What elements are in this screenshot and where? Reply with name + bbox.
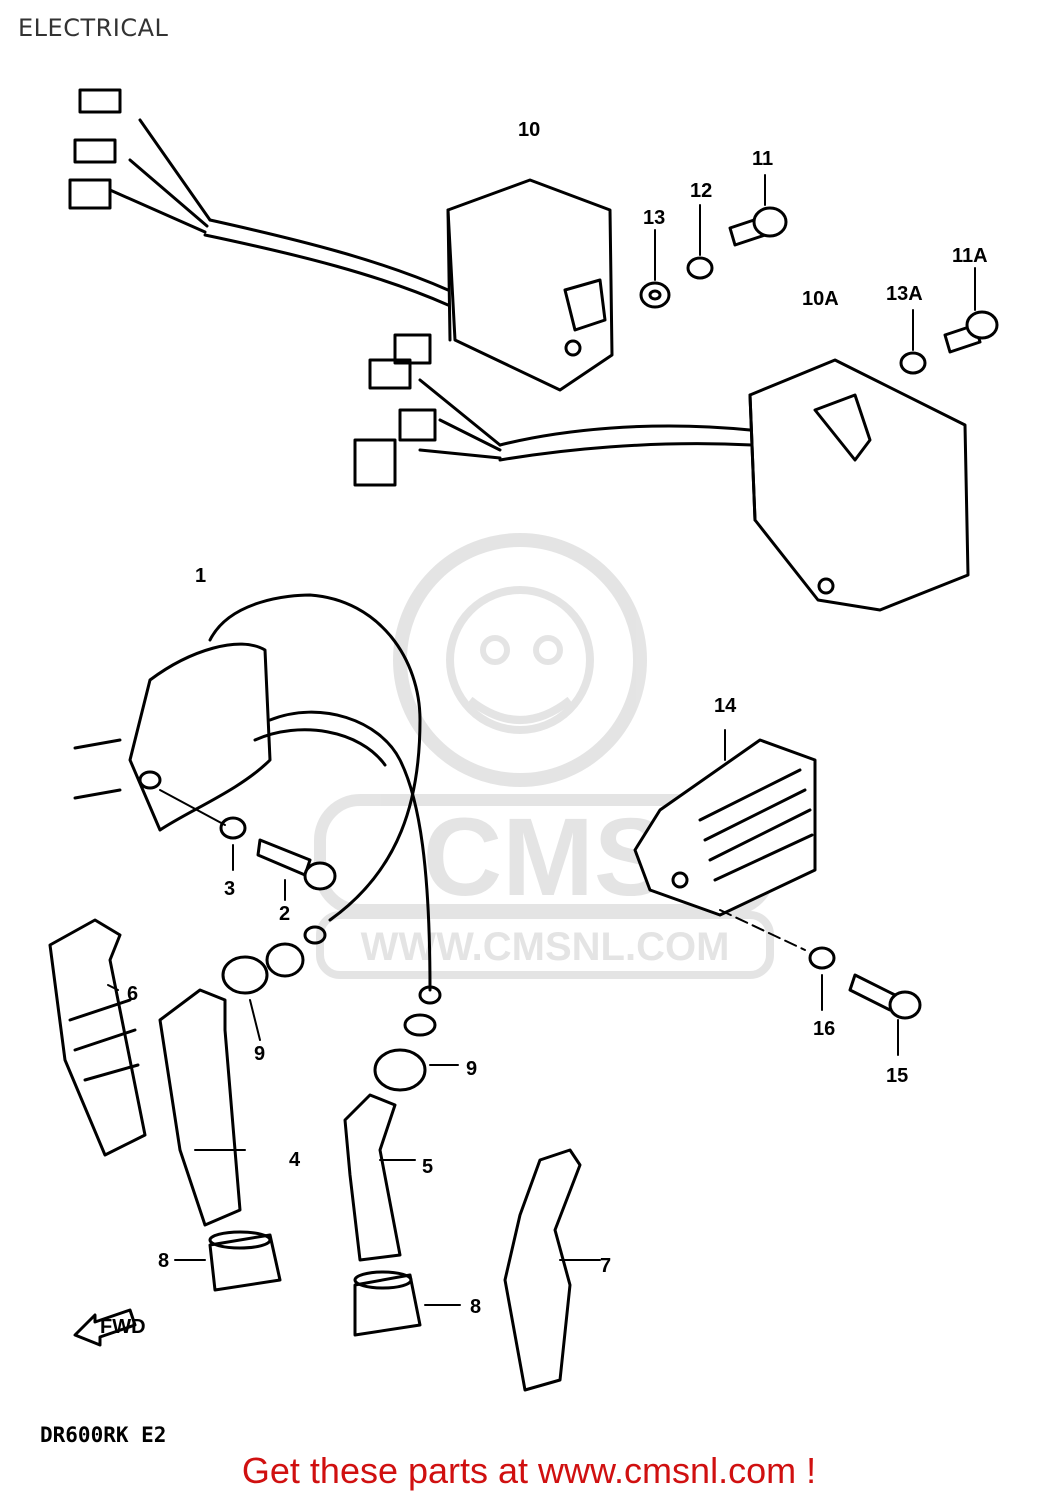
label-part-9b: 9 [466, 1058, 477, 1080]
watermark-logo-text: CMS [423, 796, 667, 919]
page-title: ELECTRICAL [18, 14, 169, 42]
part-8-rubber-cap-a [174, 1230, 282, 1292]
label-part-5: 5 [422, 1156, 433, 1178]
part-11a-screw [943, 267, 999, 354]
label-part-10: 10 [518, 119, 540, 141]
part-10-cdi-unit [68, 88, 614, 392]
label-part-9a: 9 [254, 1043, 265, 1065]
part-10a-cdi-unit [353, 333, 970, 612]
cmsnl-watermark: CMS WWW.CMSNL.COM [314, 533, 776, 979]
watermark-url-text: WWW.CMSNL.COM [361, 925, 730, 969]
label-part-3: 3 [224, 878, 235, 900]
label-part-8b: 8 [470, 1296, 481, 1318]
label-part-11a: 11A [952, 245, 988, 267]
part-labels: 10 11 12 13 11A 10A 13A 1 14 3 2 6 9 9 1… [127, 119, 988, 1318]
part-6-plug-cap [48, 918, 147, 1157]
footer-cta-link[interactable]: Get these parts at www.cmsnl.com ! [241, 1450, 817, 1491]
part-3-washer [219, 816, 247, 871]
front-direction-arrow: FWD [73, 1308, 146, 1347]
part-16-washer [808, 946, 836, 1011]
part-8-rubber-cap-b [353, 1270, 461, 1337]
label-part-11: 11 [752, 148, 773, 170]
label-part-14: 14 [714, 695, 737, 717]
part-9-grommet-a [221, 942, 305, 1041]
label-part-13: 13 [643, 207, 665, 229]
label-part-1: 1 [195, 565, 206, 587]
label-part-15: 15 [886, 1065, 908, 1087]
part-15-bolt [848, 973, 922, 1056]
part-7-plug-cap [503, 1148, 601, 1392]
front-arrow-label: FWD [100, 1316, 146, 1338]
label-part-6: 6 [127, 983, 138, 1005]
label-part-12: 12 [690, 180, 712, 202]
part-12-lock-washer [686, 204, 714, 280]
part-5-plug-cap [343, 1093, 416, 1262]
part-2-bolt [256, 838, 337, 901]
part-14-regulator [633, 729, 817, 951]
part-13-washer [639, 229, 671, 309]
label-part-8a: 8 [158, 1250, 169, 1272]
model-code: DR600RK E2 [40, 1423, 167, 1447]
part-4-plug-cap [158, 988, 246, 1227]
label-part-7: 7 [600, 1255, 611, 1277]
part-1-ignition-coil [73, 593, 442, 1005]
label-part-10a: 10A [802, 288, 839, 310]
label-part-2: 2 [279, 903, 290, 925]
label-part-16: 16 [813, 1018, 835, 1040]
label-part-13a: 13A [886, 283, 923, 305]
part-13a-washer [899, 309, 927, 375]
part-11-screw [728, 174, 788, 247]
label-part-4: 4 [289, 1149, 301, 1171]
part-9-grommet-b [373, 1013, 459, 1092]
